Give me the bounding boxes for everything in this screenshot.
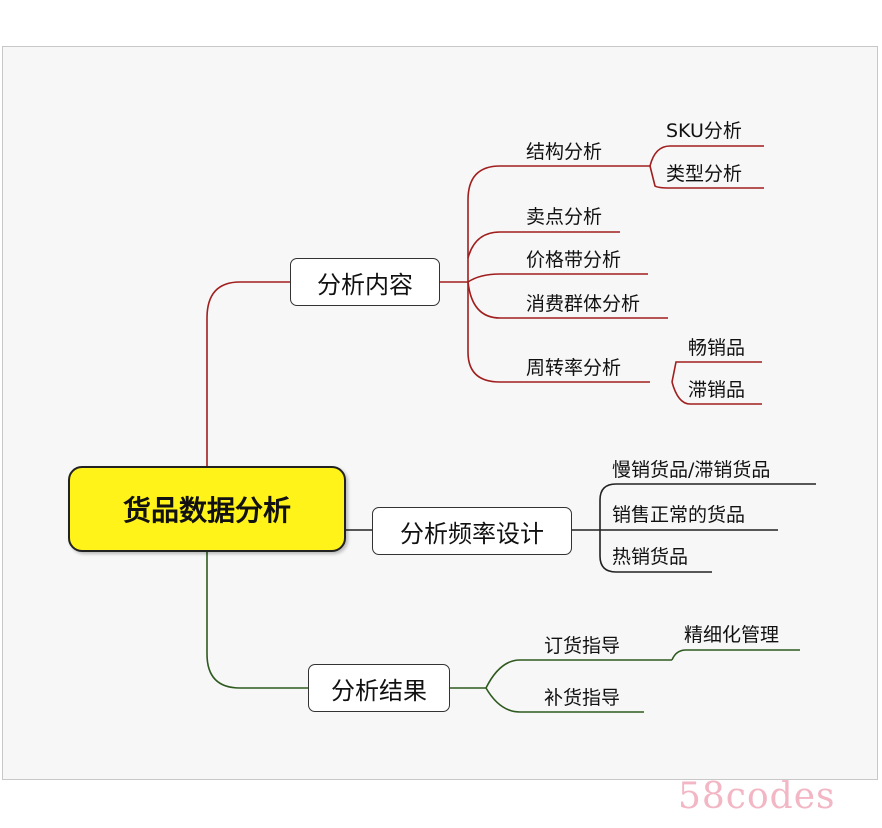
leaf-order-guidance: 订货指导: [544, 635, 621, 657]
leaf-selling-point-analysis: 卖点分析: [526, 206, 603, 228]
node-analysis-result-label: 分析结果: [331, 676, 427, 705]
connector-slowseller: [671, 381, 762, 405]
leaf-price-band-analysis: 价格带分析: [526, 249, 622, 271]
node-analysis-result: 分析结果: [308, 664, 450, 712]
root-label: 货品数据分析: [122, 494, 291, 527]
node-analysis-content-label: 分析内容: [317, 270, 413, 299]
connector-type: [649, 165, 764, 189]
root-node: 货品数据分析: [68, 466, 346, 552]
leaf-hot-goods: 热销货品: [612, 546, 689, 568]
leaf-normal-sales-goods: 销售正常的货品: [612, 504, 746, 526]
leaf-structure-analysis: 结构分析: [526, 141, 603, 163]
diagram-canvas: [2, 46, 878, 780]
node-analysis-frequency-label: 分析频率设计: [400, 519, 544, 548]
connector-bestseller: [671, 361, 762, 383]
connector-price: [467, 273, 648, 283]
watermark: 58codes: [678, 776, 836, 817]
leaf-slow-seller: 滞销品: [688, 379, 746, 401]
leaf-type-analysis: 类型分析: [666, 163, 743, 185]
connector-order: [485, 659, 672, 689]
node-analysis-frequency: 分析频率设计: [372, 507, 572, 555]
connector-fine: [671, 649, 800, 661]
connector-sellingpoint: [467, 231, 620, 259]
connector-hot: [599, 530, 712, 573]
leaf-bestseller: 畅销品: [688, 337, 746, 359]
connector-root-content: [206, 281, 290, 466]
leaf-slow-moving-goods: 慢销货品/滞销货品: [612, 459, 771, 481]
connector-sku: [649, 145, 764, 167]
leaf-consumer-group-analysis: 消费群体分析: [526, 293, 641, 315]
leaf-fine-management: 精细化管理: [684, 624, 780, 646]
connector-root-result: [206, 552, 308, 689]
node-analysis-content: 分析内容: [290, 258, 440, 306]
leaf-sku-analysis: SKU分析: [666, 120, 742, 142]
connector-structure: [467, 165, 650, 282]
leaf-turnover-analysis: 周转率分析: [526, 357, 622, 379]
leaf-replenish-guidance: 补货指导: [544, 687, 621, 709]
connector-consumer: [467, 281, 668, 319]
connector-turnover: [467, 282, 650, 383]
connector-replenish: [485, 687, 644, 713]
connector-slow: [599, 483, 816, 530]
